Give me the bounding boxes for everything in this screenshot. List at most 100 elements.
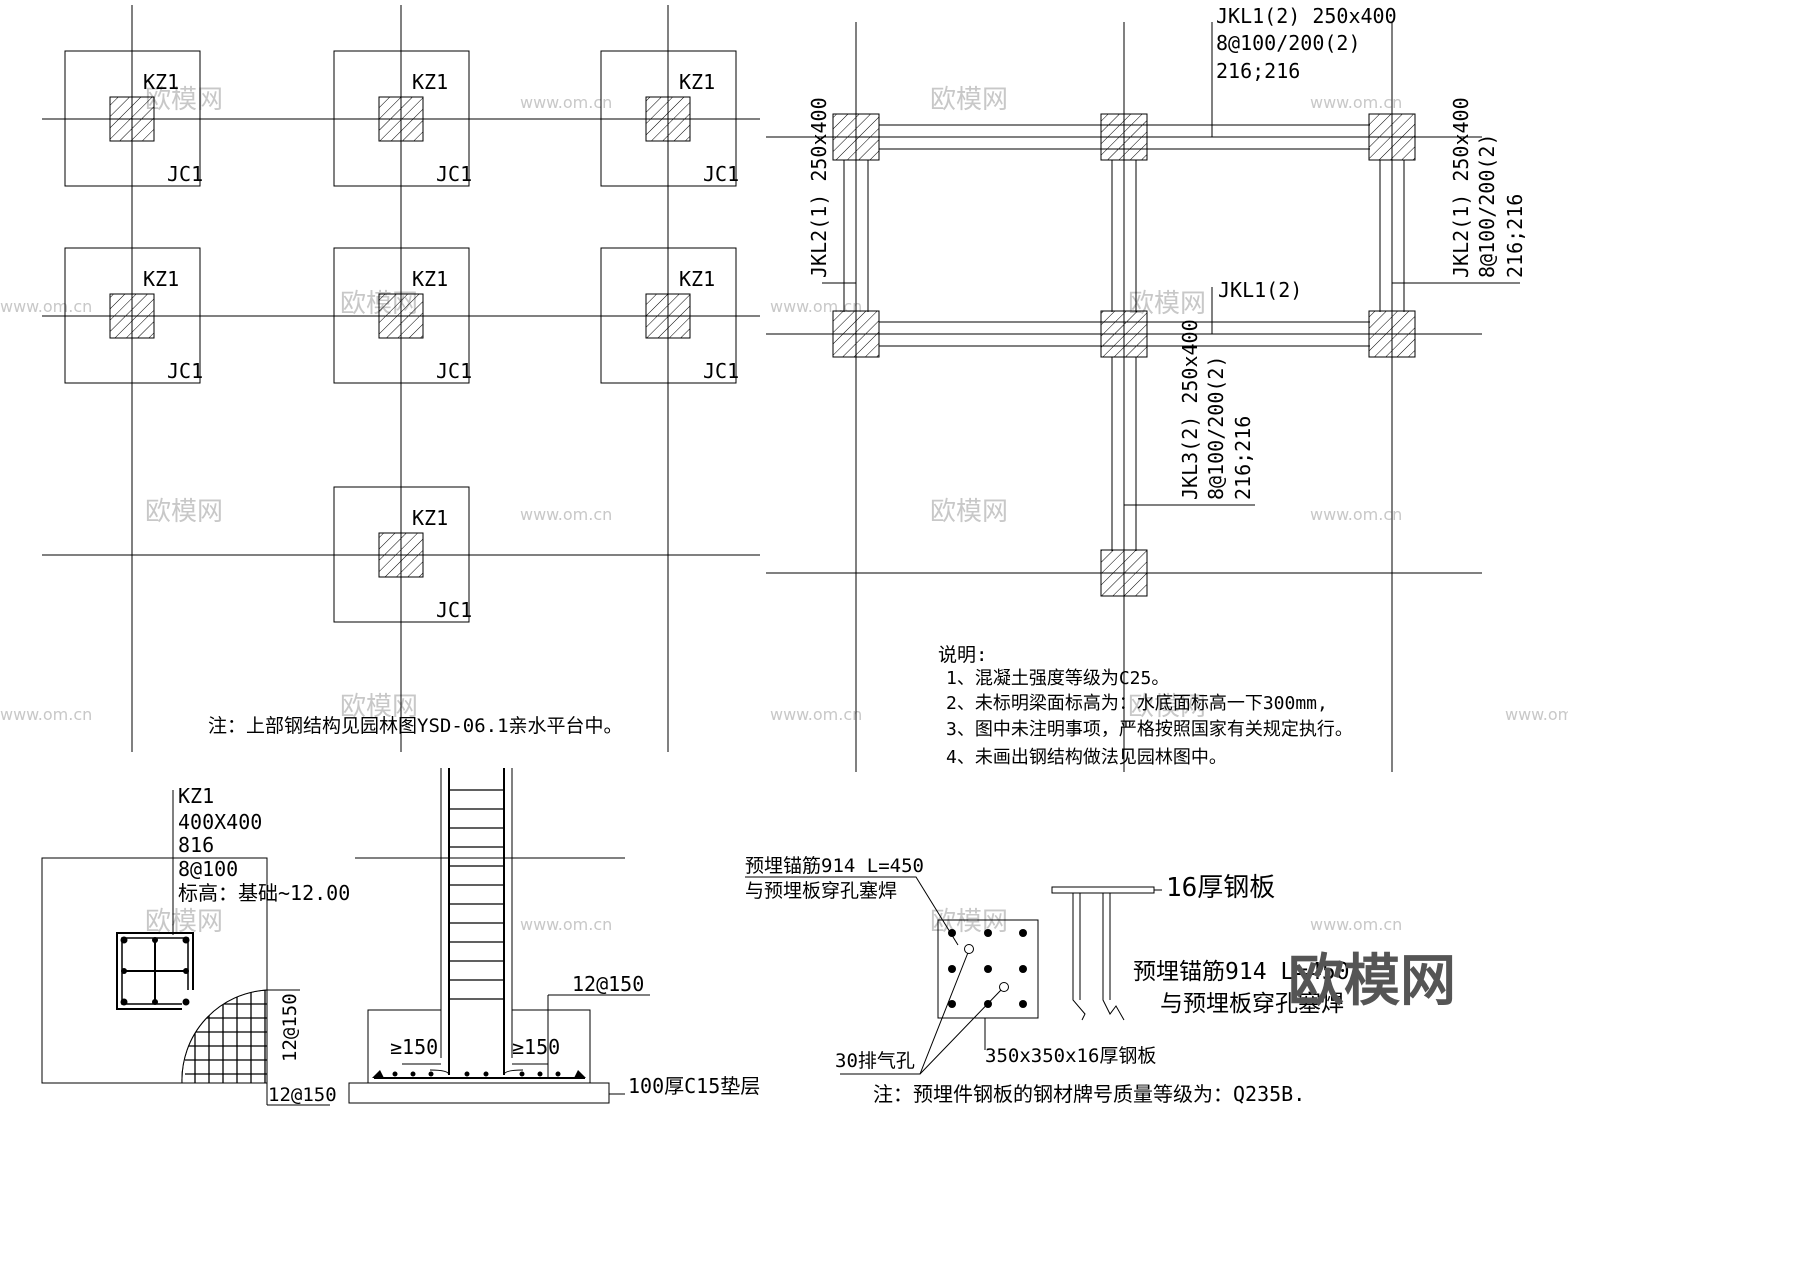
anchor-bar	[1072, 893, 1086, 1021]
footing-outline	[333, 486, 470, 623]
rebar-hook	[503, 1069, 524, 1076]
anchor-note-2: 与预埋板穿孔塞焊	[745, 880, 897, 902]
footing-label: JC1	[436, 162, 472, 186]
column-section	[1100, 549, 1148, 597]
jkl2-left-label: JKL2(1) 250x400	[807, 97, 831, 278]
footing-label: JC1	[436, 359, 472, 383]
watermark-url: www.om.cn	[1310, 93, 1402, 112]
column-label: KZ1	[679, 70, 715, 94]
beam-label-line: JKL2(1) 250x400	[1449, 97, 1473, 278]
left-dim-label: ≥150	[390, 1035, 438, 1059]
note-item: 2、未标明梁面标高为：水底面标高一下300mm,	[946, 693, 1328, 714]
column-section	[1100, 310, 1148, 358]
footing-outline	[64, 50, 201, 187]
watermark-brand: 欧模网	[1128, 692, 1206, 722]
footing-label: JC1	[167, 162, 203, 186]
vent-hole-label: 30排气孔	[835, 1050, 915, 1072]
column-label: KZ1	[412, 267, 448, 291]
cushion-label: 100厚C15垫层	[628, 1074, 760, 1098]
note-item: 3、图中未注明事项，严格按照国家有关规定执行。	[946, 719, 1353, 740]
column-section	[1368, 310, 1416, 358]
note-item: 1、混凝土强度等级为C25。	[946, 668, 1169, 689]
jkl1-mid-label: JKL1(2)	[1218, 278, 1302, 302]
watermark-url: www.om.cn	[520, 505, 612, 524]
beam-label-line: JKL3(2) 250x400	[1178, 319, 1202, 500]
anchor-holes	[948, 929, 1027, 1008]
footing-label: JC1	[703, 162, 739, 186]
rebar-label-horizontal: 12@150	[268, 1084, 337, 1106]
beam-plan	[766, 22, 1520, 772]
watermark-brand: 欧模网	[145, 85, 223, 115]
watermark-brand: 欧模网	[340, 692, 418, 722]
watermark-brand: 欧模网	[930, 85, 1008, 115]
right-dim-label: ≥150	[512, 1035, 560, 1059]
plate-thickness-label: 16厚钢板	[1166, 873, 1275, 903]
material-note: 注：预埋件钢板的钢材牌号质量等级为：Q235B.	[873, 1082, 1305, 1106]
beam-column-group	[832, 113, 1416, 597]
steel-plate-side	[1051, 886, 1155, 894]
footing-outline	[333, 50, 470, 187]
watermark-brand: 欧模网	[930, 907, 1008, 937]
column-section	[832, 113, 880, 161]
watermark-url: www.om.cn	[0, 297, 92, 316]
jkl2-right-label: JKL2(1) 250x400 8@100/200(2) 216;216	[1449, 97, 1527, 278]
mesh-mask	[181, 990, 267, 1083]
beam-label-line: JKL1(2) 250x400	[1216, 4, 1397, 28]
column-label: KZ1	[679, 267, 715, 291]
footing-outline	[600, 247, 737, 384]
column-label: KZ1	[143, 267, 179, 291]
brand-watermark: 欧模网	[1288, 949, 1456, 1014]
anchor-note-1: 预埋锚筋914 L=450	[745, 855, 924, 877]
watermark-url: www.om.cn	[520, 915, 612, 934]
watermark-url: www.om.cn	[520, 93, 612, 112]
column-label-line: 标高：基础~12.00	[178, 881, 350, 905]
footing-label: JC1	[167, 359, 203, 383]
column-section	[645, 293, 691, 339]
general-notes: 说明: 1、混凝土强度等级为C25。 2、未标明梁面标高为：水底面标高一下300…	[938, 644, 1353, 768]
column-label: KZ1	[412, 506, 448, 530]
watermark-brand: 欧模网	[145, 497, 223, 527]
leader-line	[745, 876, 959, 946]
column-label-line: KZ1	[178, 784, 214, 808]
anchor-note-side-1: 预埋锚筋914 L=450	[1133, 959, 1350, 985]
watermark-url: www.om.cn	[1310, 915, 1402, 934]
column-section	[109, 293, 155, 339]
beam-label-line: 216;216	[1231, 416, 1255, 500]
footing-group: KZ1JC1KZ1JC1KZ1JC1KZ1JC1KZ1JC1KZ1JC1KZ1J…	[64, 50, 739, 623]
footing-rebar-label: 12@150	[572, 972, 644, 996]
rebar-mesh	[181, 989, 268, 1084]
stirrup-group	[449, 789, 504, 1000]
footing-outline	[64, 247, 201, 384]
footing-outline	[333, 247, 470, 384]
beam-label-line: 216;216	[1216, 59, 1300, 83]
column-section	[378, 293, 424, 339]
column-section	[109, 96, 155, 142]
embed-plate	[745, 876, 1162, 1075]
watermark-layer: 欧模网欧模网欧模网欧模网欧模网欧模网欧模网欧模网欧模网欧模网www.om.cnw…	[0, 85, 1568, 937]
column-section	[645, 96, 691, 142]
column-label-line: 400X400	[178, 810, 262, 834]
rebar-label-vertical: 12@150	[279, 993, 301, 1062]
vent-holes	[964, 944, 1009, 992]
rebar-hook	[429, 1069, 450, 1076]
note-item: 4、未画出钢结构做法见园林图中。	[946, 747, 1227, 768]
column-label-line: 816	[178, 833, 214, 857]
column-label: KZ1	[143, 70, 179, 94]
beam-label-line: 8@100/200(2)	[1475, 134, 1499, 279]
jkl1-top-label: JKL1(2) 250x400 8@100/200(2) 216;216	[1216, 4, 1397, 83]
foundation-note: 注：上部钢结构见园林图YSD-06.1亲水平台中。	[208, 715, 623, 737]
column-section	[1368, 113, 1416, 161]
beam-label-line: 8@100/200(2)	[1204, 356, 1228, 501]
watermark-url: www.om.cn	[770, 705, 862, 724]
anchor-note-side-2: 与预埋板穿孔塞焊	[1160, 991, 1344, 1017]
notes-heading: 说明:	[938, 644, 987, 666]
column-section-outer	[116, 932, 194, 1010]
column-detail	[41, 790, 330, 1106]
footing-section-dots	[372, 1070, 586, 1078]
footing-outline	[600, 50, 737, 187]
